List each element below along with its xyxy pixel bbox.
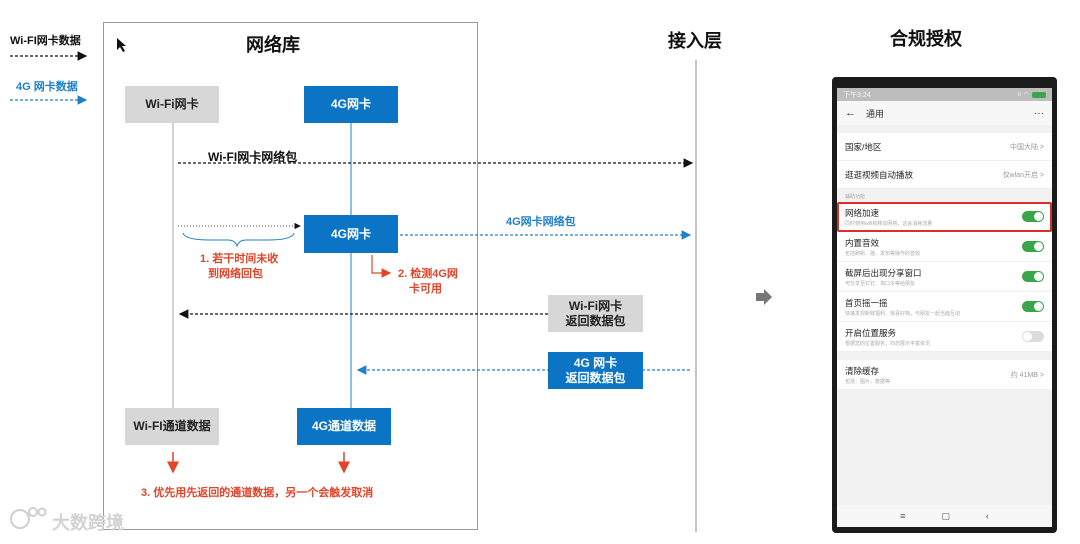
status-icons: ıl ◠: [1018, 91, 1046, 98]
settings-header: ← 通用 ···: [837, 101, 1052, 125]
4g-return-line1: 4G 网卡: [573, 355, 618, 370]
cache-sub: 包括：图片，数据等: [845, 378, 891, 385]
cursor-icon: [117, 38, 126, 52]
toggle-4-sub: 根据您的位置服务，向您展示丰富资讯: [845, 340, 931, 347]
status-bar: 下午3:24 ıl ◠: [837, 88, 1052, 101]
watermark-text: 大数跨境: [52, 513, 124, 533]
toggle-2-title: 截屏后出现分享窗口: [845, 267, 922, 278]
toggle-3-title: 首页摇一摇: [845, 297, 888, 308]
step1-label: 1. 若干时间未收 到网络回包: [200, 252, 278, 282]
4g-card-top-box: 4G网卡: [304, 86, 398, 123]
toggle-row-shake[interactable]: 首页摇一摇 快速发现新鲜福利、惊喜好物，与朋友一起当面互动: [837, 292, 1052, 322]
step1-line2: 到网络回包: [208, 268, 263, 280]
toggle-1-title: 内置音效: [845, 237, 880, 248]
row-country-value: 中国大陆 >: [1009, 143, 1044, 151]
toggle-row-share[interactable]: 截屏后出现分享窗口 可分享至钉钉、淘口令等给朋友: [837, 262, 1052, 292]
4g-channel-box: 4G通道数据: [297, 408, 391, 445]
cache-title: 清除缓存: [845, 365, 880, 376]
toggle-row-network-acceleration[interactable]: 网络加速 同时使用wifi和移动网络，这会消耗流量: [837, 202, 1052, 232]
settings-title: 通用: [866, 108, 885, 119]
toggle-3-sub: 快速发现新鲜福利、惊喜好物，与朋友一起当面互动: [845, 310, 961, 317]
row-video-value: 仅wlan开启 >: [1002, 171, 1044, 179]
toggle-switch-4[interactable]: [1022, 331, 1044, 342]
toggle-2-sub: 可分享至钉钉、淘口令等给朋友: [845, 280, 916, 287]
phone-frame: 下午3:24 ıl ◠ ← 通用 ··· 国家/地区 中国大陆 > 逛逛视频自动…: [832, 77, 1057, 533]
wifi-return-line1: Wi-Fi网卡: [568, 298, 623, 313]
toggle-row-sound[interactable]: 内置音效 包括刷新、摇、发布等操作的音效: [837, 232, 1052, 262]
toggle-switch-1[interactable]: [1022, 241, 1044, 252]
row-video-title: 逛逛视频自动播放: [845, 169, 914, 180]
legend-wifi-label: Wi-FI网卡数据: [10, 35, 81, 47]
toggle-1-sub: 包括刷新、摇、发布等操作的音效: [845, 250, 921, 257]
compliance-title: 合规授权: [890, 29, 962, 49]
wifi-icon: ◠: [1023, 92, 1029, 98]
nav-home-icon[interactable]: ▢: [941, 510, 950, 521]
legend-4g-label: 4G 网卡数据: [16, 81, 78, 93]
signal-icon: ıl: [1017, 91, 1021, 98]
toggle-switch-2[interactable]: [1022, 271, 1044, 282]
android-nav-bar: ≡ ▢ ‹: [837, 505, 1052, 527]
4g-card-mid-box: 4G网卡: [304, 215, 398, 253]
step2-label: 2. 检测4G网 卡可用: [398, 267, 458, 297]
step2-arrow: [371, 255, 392, 278]
status-time: 下午3:24: [843, 91, 871, 99]
4g-return-line2: 返回数据包: [565, 370, 626, 385]
network-lib-title: 网络库: [246, 35, 300, 55]
back-arrow-icon[interactable]: ←: [845, 107, 856, 119]
row-clear-cache[interactable]: 清除缓存 包括：图片，数据等 约 41MB >: [837, 360, 1052, 390]
wifi-return-line2: 返回数据包: [565, 313, 626, 328]
battery-icon: [1032, 91, 1046, 98]
timeout-brace: [182, 232, 295, 248]
phone-screen: 下午3:24 ıl ◠ ← 通用 ··· 国家/地区 中国大陆 > 逛逛视频自动…: [837, 88, 1052, 527]
wifi-return-box: Wi-Fi网卡 返回数据包: [548, 295, 643, 332]
network-lib-frame: [103, 22, 478, 530]
4g-packet-label: 4G网卡网络包: [506, 216, 576, 228]
step1-line1: 1. 若干时间未收: [200, 253, 279, 265]
section-caption: 辅助功能: [845, 194, 866, 200]
toggle-4-title: 开启位置服务: [845, 327, 897, 338]
4g-return-box: 4G 网卡 返回数据包: [548, 352, 643, 389]
step2-line2: 卡可用: [409, 283, 442, 295]
right-arrow-icon: [756, 289, 772, 305]
toggle-0-sub: 同时使用wifi和移动网络，这会消耗流量: [845, 220, 933, 227]
row-country[interactable]: 国家/地区 中国大陆 >: [837, 133, 1052, 161]
toggle-0-title: 网络加速: [845, 207, 880, 218]
wifi-packet-label: Wi-FI网卡网络包: [208, 150, 298, 164]
watermark-logo-icon: [10, 509, 30, 529]
wifi-card-top-box: Wi-Fi网卡: [125, 86, 219, 123]
more-icon[interactable]: ···: [1034, 107, 1044, 119]
toggle-switch-0[interactable]: [1022, 211, 1044, 222]
nav-back-icon[interactable]: ‹: [985, 511, 989, 521]
toggle-row-location[interactable]: 开启位置服务 根据您的位置服务，向您展示丰富资讯: [837, 322, 1052, 352]
cache-value: 约 41MB >: [1010, 371, 1044, 379]
row-country-title: 国家/地区: [845, 141, 882, 152]
wifi-channel-box: Wi-FI通道数据: [125, 408, 219, 445]
toggle-switch-3[interactable]: [1022, 301, 1044, 312]
nav-menu-icon[interactable]: ≡: [900, 511, 906, 521]
row-video-autoplay[interactable]: 逛逛视频自动播放 仅wlan开启 >: [837, 161, 1052, 189]
access-layer-title: 接入层: [668, 31, 722, 51]
step3-label: 3. 优先用先返回的通道数据，另一个会触发取消: [141, 487, 374, 499]
step2-line1: 2. 检测4G网: [398, 268, 458, 280]
